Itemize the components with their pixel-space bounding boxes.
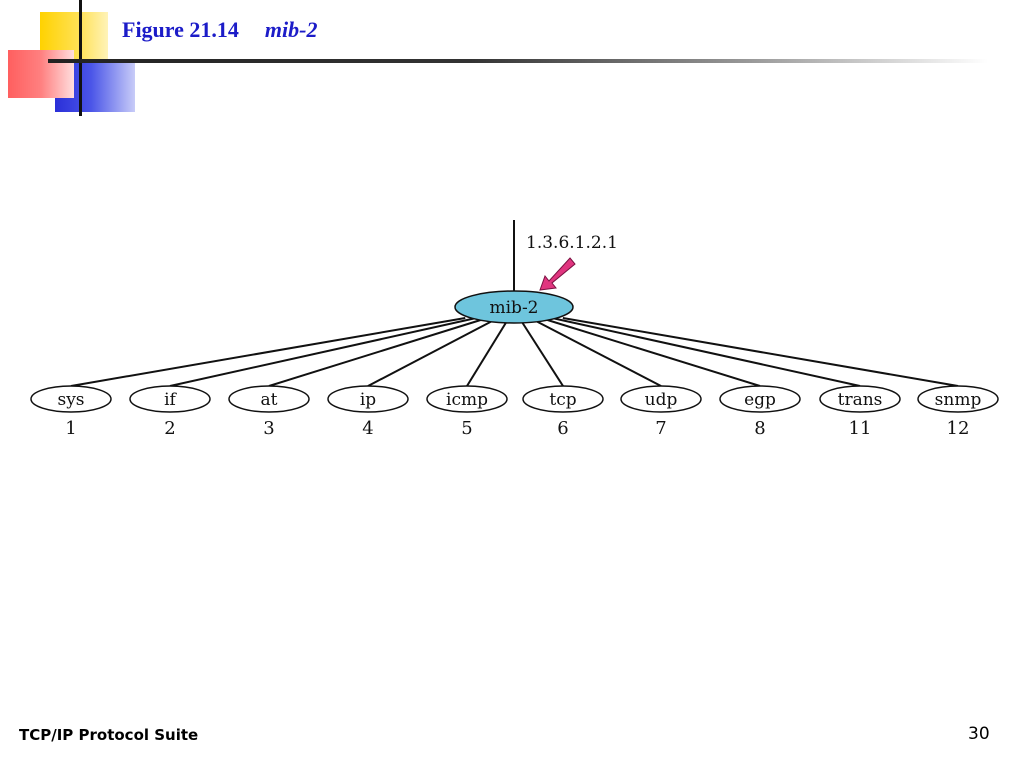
footer-course-title: TCP/IP Protocol Suite — [19, 726, 199, 744]
child-label-ip: ip — [360, 390, 376, 410]
child-label-icmp: icmp — [446, 390, 488, 410]
child-number-udp: 7 — [655, 418, 666, 439]
title-underline — [48, 59, 988, 63]
edge-tcp — [518, 317, 564, 387]
child-label-udp: udp — [645, 390, 678, 410]
decor-red-square — [8, 50, 74, 98]
child-node-trans: trans 11 — [819, 385, 901, 439]
child-label-at: at — [261, 390, 278, 410]
child-label-trans: trans — [838, 390, 883, 410]
child-number-if: 2 — [164, 418, 175, 439]
edge-udp — [529, 317, 662, 387]
child-node-snmp: snmp 12 — [917, 385, 999, 439]
edge-trans — [551, 317, 861, 387]
child-ellipse-egp — [719, 385, 801, 413]
child-node-tcp: tcp 6 — [522, 385, 604, 439]
child-node-ip: ip 4 — [327, 385, 409, 439]
child-number-egp: 8 — [754, 418, 765, 439]
child-ellipse-if — [129, 385, 211, 413]
child-node-sys: sys 1 — [30, 385, 112, 439]
edge-icmp — [466, 317, 510, 387]
edge-ip — [367, 317, 499, 387]
slide-title: Figure 21.14 mib-2 — [122, 17, 317, 43]
child-number-trans: 11 — [849, 418, 872, 439]
child-number-sys: 1 — [65, 418, 76, 439]
edge-egp — [540, 317, 761, 387]
child-number-ip: 4 — [362, 418, 373, 439]
figure-label: Figure 21.14 — [122, 17, 239, 42]
root-oid-label: 1.3.6.1.2.1 — [526, 233, 618, 253]
figure-name: mib-2 — [264, 17, 318, 42]
child-ellipse-ip — [327, 385, 409, 413]
child-node-if: if 2 — [129, 385, 211, 439]
child-label-egp: egp — [744, 390, 776, 410]
child-ellipse-sys — [30, 385, 112, 413]
child-ellipse-tcp — [522, 385, 604, 413]
child-ellipse-trans — [819, 385, 901, 413]
child-number-tcp: 6 — [557, 418, 568, 439]
pointer-arrow — [539, 257, 576, 291]
edge-if — [169, 317, 477, 387]
child-label-if: if — [164, 390, 177, 410]
child-node-udp: udp 7 — [620, 385, 702, 439]
child-number-icmp: 5 — [461, 418, 472, 439]
root-ellipse — [454, 290, 574, 324]
root-label: mib-2 — [490, 298, 539, 318]
child-ellipse-at — [228, 385, 310, 413]
page-number: 30 — [968, 724, 990, 744]
child-ellipse-snmp — [917, 385, 999, 413]
tree-edges — [70, 317, 959, 387]
child-label-tcp: tcp — [549, 390, 576, 410]
child-label-snmp: snmp — [935, 390, 982, 410]
decor-vertical-line — [79, 0, 82, 116]
child-ellipse-icmp — [426, 385, 508, 413]
child-ellipse-udp — [620, 385, 702, 413]
edge-snmp — [562, 317, 959, 387]
child-node-at: at 3 — [228, 385, 310, 439]
child-number-at: 3 — [263, 418, 274, 439]
child-node-icmp: icmp 5 — [426, 385, 508, 439]
edge-at — [268, 317, 488, 387]
child-node-egp: egp 8 — [719, 385, 801, 439]
child-nodes: sys 1 if 2 at 3 ip 4 icmp 5 tcp 6 udp 7 egp 8 trans 11 snm… — [30, 385, 999, 439]
edge-sys — [70, 317, 466, 387]
child-label-sys: sys — [57, 390, 84, 410]
root-node: mib-2 — [454, 290, 574, 324]
child-number-snmp: 12 — [947, 418, 970, 439]
